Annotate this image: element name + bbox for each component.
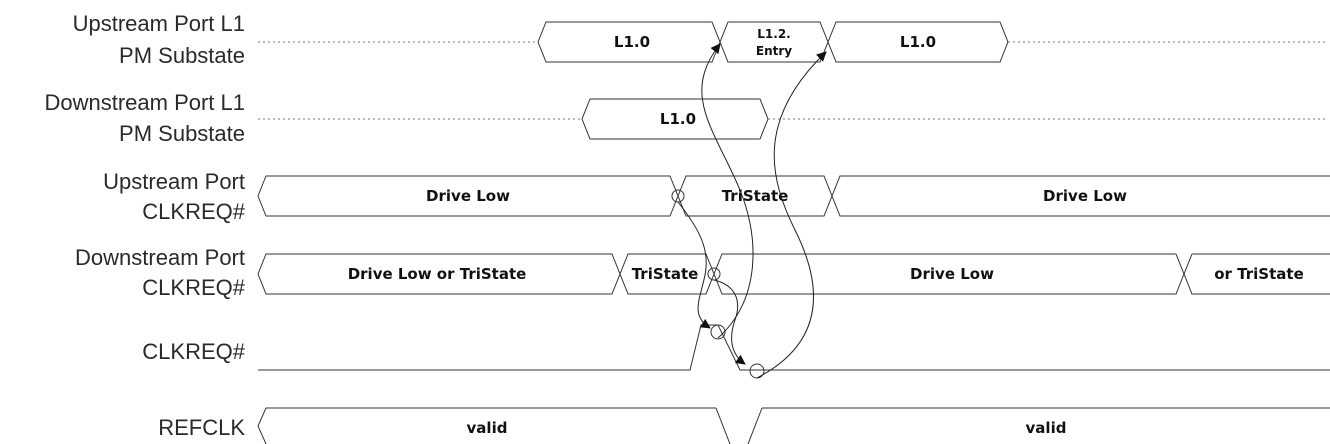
- state-text: TriState: [722, 187, 789, 205]
- state-text: L1.2.: [757, 27, 790, 41]
- state-text: Drive Low: [1043, 187, 1127, 205]
- row-upstream-l1: L1.0 L1.2. Entry L1.0: [258, 21, 1328, 63]
- signal-label-upstream-l1-line1: Upstream Port L1: [73, 11, 245, 36]
- state-text: Drive Low or TriState: [348, 265, 527, 283]
- signal-label-downstream-l1-line1: Downstream Port L1: [44, 90, 245, 115]
- row-upstream-clkreq: Drive Low TriState Drive Low: [257, 175, 1330, 217]
- clkreq-waveform-line: [258, 324, 1330, 371]
- row-downstream-clkreq: Drive Low or TriState TriState Drive Low…: [257, 253, 1330, 295]
- state-cell-or-tristate: [1183, 253, 1330, 295]
- signal-label-downstream-clkreq-line2: CLKREQ#: [142, 275, 245, 300]
- causality-arrows: [677, 43, 827, 379]
- state-text: or TriState: [1214, 265, 1304, 283]
- arrow-down-drive-low-to-clkreq-fall: [713, 279, 746, 365]
- state-text: valid: [1026, 419, 1067, 437]
- signal-label-upstream-l1-line2: PM Substate: [119, 43, 245, 68]
- refclk-valid-cell-left: [257, 407, 716, 444]
- state-text: TriState: [632, 265, 699, 283]
- state-cell-drive-low: [831, 175, 1330, 217]
- state-text: Drive Low: [426, 187, 510, 205]
- refclk-transition-line: [715, 407, 731, 444]
- signal-label-upstream-clkreq-line2: CLKREQ#: [142, 199, 245, 224]
- state-text: valid: [467, 419, 508, 437]
- arrow-clkreq-high-to-l12-entry: [701, 43, 754, 339]
- signal-label-clkreq: CLKREQ#: [142, 339, 245, 364]
- signal-label-refclk: REFCLK: [158, 415, 245, 440]
- row-refclk: valid valid: [257, 407, 1330, 444]
- event-circle: [710, 324, 726, 340]
- signal-label-downstream-l1-line2: PM Substate: [119, 121, 245, 146]
- state-text: L1.0: [900, 33, 936, 51]
- signal-labels: Upstream Port L1 PM Substate Downstream …: [44, 11, 245, 440]
- state-text: Drive Low: [910, 265, 994, 283]
- arrow-up-tristate-to-clkreq-rise: [677, 201, 711, 329]
- state-text: Entry: [756, 44, 792, 58]
- state-text: L1.0: [614, 33, 650, 51]
- state-text: L1.0: [660, 110, 696, 128]
- arrow-clkreq-low-to-l1-0: [756, 51, 827, 379]
- signal-label-downstream-clkreq-line1: Downstream Port: [75, 245, 245, 270]
- row-downstream-l1: L1.0: [258, 98, 1328, 140]
- signal-label-upstream-clkreq-line1: Upstream Port: [103, 169, 245, 194]
- row-clkreq-waveform: [258, 324, 1330, 371]
- refclk-transition-line: [747, 407, 763, 444]
